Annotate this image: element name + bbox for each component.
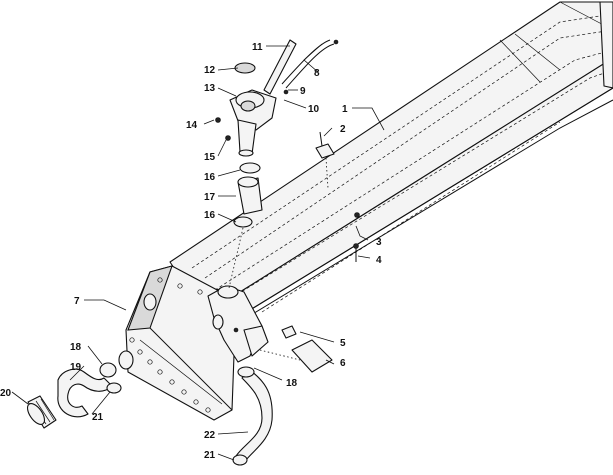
rivet-row (129, 277, 211, 413)
clamp-upper (239, 162, 261, 174)
callout-9: 9 (300, 86, 306, 97)
filler-neck (215, 39, 339, 157)
callout-15: 15 (204, 152, 216, 163)
callout-1: 1 (342, 104, 348, 115)
callout-17: 17 (204, 192, 216, 203)
clamp-21-left (106, 382, 122, 394)
callout-12: 12 (204, 65, 216, 76)
bolt-4 (353, 243, 359, 262)
callout-11: 11 (252, 42, 263, 53)
callout-13: 13 (204, 83, 216, 94)
bracket-6 (259, 339, 333, 373)
temp-sensor (315, 131, 335, 189)
front-cooler (118, 265, 237, 421)
callout-19: 19 (70, 362, 82, 373)
manifold (207, 285, 269, 363)
heat-exchanger (169, 1, 613, 319)
callout-20: 20 (0, 388, 12, 399)
leader-lines (11, 43, 385, 461)
hose-22 (235, 366, 273, 461)
callout-21a: 21 (92, 412, 104, 423)
callout-21b: 21 (204, 450, 216, 461)
callout-6: 6 (340, 358, 346, 369)
callout-4: 4 (376, 255, 382, 266)
hose-20 (26, 395, 57, 429)
callout-8: 8 (314, 68, 320, 79)
callout-14: 14 (186, 120, 198, 131)
callout-7: 7 (74, 296, 80, 307)
fitting-5 (281, 325, 297, 339)
callout-2: 2 (340, 124, 346, 135)
hose-17 (237, 176, 263, 215)
callouts: 1 2 3 4 5 6 7 8 9 10 11 12 13 14 15 16 1… (0, 42, 382, 461)
callout-16b: 16 (204, 210, 216, 221)
clamp-lower (233, 216, 253, 228)
callout-22: 22 (204, 430, 216, 441)
clamp-18-left (99, 362, 117, 378)
clamp-21-lower (232, 454, 248, 466)
callout-10: 10 (308, 104, 320, 115)
callout-18b: 18 (286, 378, 298, 389)
hose-19 (57, 368, 113, 418)
callout-3: 3 (376, 237, 382, 248)
callout-16a: 16 (204, 172, 216, 183)
callout-18a: 18 (70, 342, 82, 353)
callout-5: 5 (340, 338, 346, 349)
